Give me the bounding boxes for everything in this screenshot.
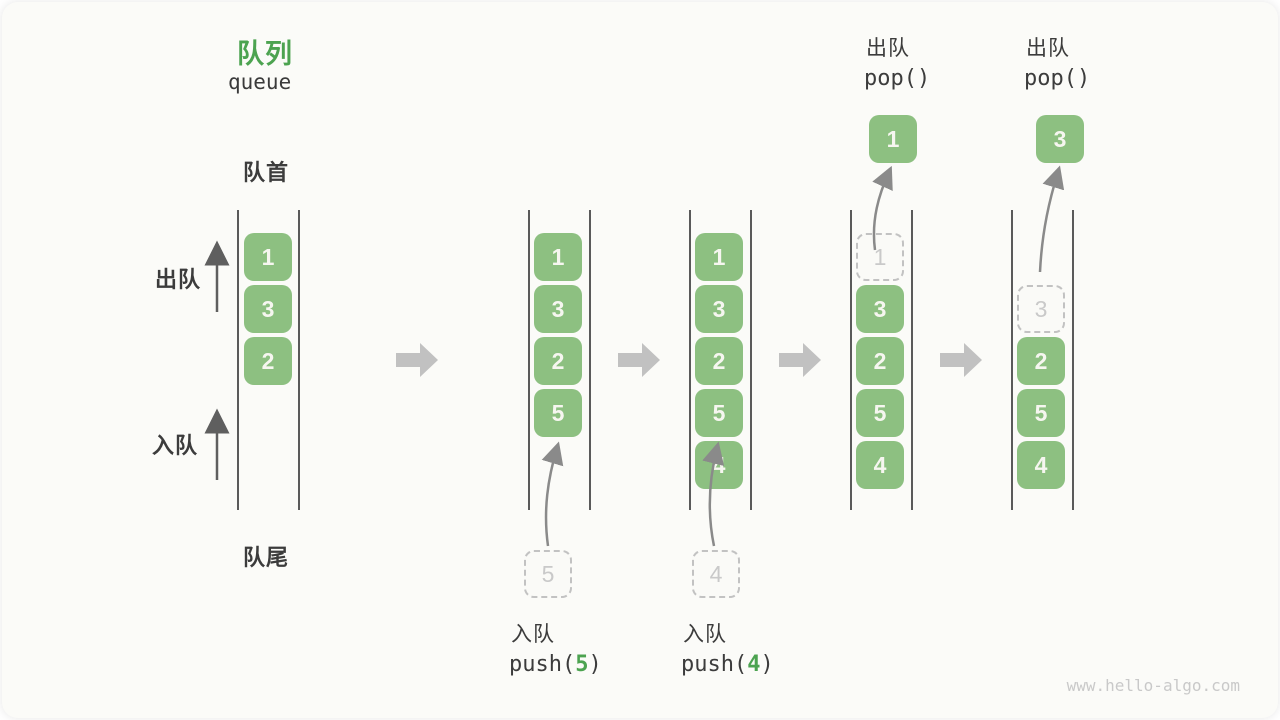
caption-dequeue-zh: 出队: [1026, 37, 1070, 60]
label-enqueue-side: 入队: [152, 433, 199, 458]
queue-rail: [1072, 210, 1074, 510]
queue-item-box: 2: [856, 337, 904, 385]
popped-item-box: 1: [869, 115, 917, 163]
queue-item-box: 1: [695, 233, 743, 281]
queue-rail: [911, 210, 913, 510]
queue-rail: [237, 210, 239, 510]
queue-rail: [298, 210, 300, 510]
queue-item-box: 2: [1017, 337, 1065, 385]
queue-rail: [528, 210, 530, 510]
queue-item-box: 3: [244, 285, 292, 333]
ghost-item-box: 1: [856, 233, 904, 281]
queue-item-box: 5: [1017, 389, 1065, 437]
queue-item-box: 3: [695, 285, 743, 333]
queue-item-box: 4: [856, 441, 904, 489]
push-arg: 5: [575, 652, 589, 677]
push-fn: push(: [509, 652, 576, 677]
queue-item-box: 5: [695, 389, 743, 437]
queue-item-box: 2: [695, 337, 743, 385]
queue-rail: [689, 210, 691, 510]
caption-dequeue-zh: 出队: [866, 37, 910, 60]
caption-push-code: push(4): [681, 652, 774, 677]
caption-enqueue-zh: 入队: [683, 623, 727, 646]
queue-item-box: 1: [534, 233, 582, 281]
queue-item-box: 1: [244, 233, 292, 281]
push-fn: push(: [681, 652, 748, 677]
queue-item-box: 5: [534, 389, 582, 437]
label-queue-rear: 队尾: [243, 545, 290, 570]
queue-rail: [1011, 210, 1013, 510]
queue-item-box: 3: [534, 285, 582, 333]
push-close: ): [760, 652, 774, 677]
watermark: www.hello-algo.com: [1066, 676, 1240, 695]
queue-item-box: 2: [244, 337, 292, 385]
ghost-item-box: 3: [1017, 285, 1065, 333]
queue-rail: [850, 210, 852, 510]
popped-item-box: 3: [1036, 115, 1084, 163]
queue-rail: [589, 210, 591, 510]
caption-pop-code: pop(): [1024, 66, 1091, 91]
caption-enqueue-zh: 入队: [511, 623, 555, 646]
queue-item-box: 4: [1017, 441, 1065, 489]
push-close: ): [588, 652, 602, 677]
queue-item-box: 3: [856, 285, 904, 333]
push-arg: 4: [747, 652, 761, 677]
caption-pop-code: pop(): [864, 66, 931, 91]
queue-rail: [750, 210, 752, 510]
label-queue-front: 队首: [243, 160, 290, 185]
caption-push-code: push(5): [509, 652, 602, 677]
pending-item-box: 4: [692, 550, 740, 598]
queue-item-box: 2: [534, 337, 582, 385]
diagram-title-en: queue: [228, 70, 292, 94]
queue-item-box: 4: [695, 441, 743, 489]
label-dequeue-side: 出队: [155, 267, 202, 292]
pending-item-box: 5: [524, 550, 572, 598]
queue-item-box: 5: [856, 389, 904, 437]
diagram-title-zh: 队列: [237, 39, 293, 69]
